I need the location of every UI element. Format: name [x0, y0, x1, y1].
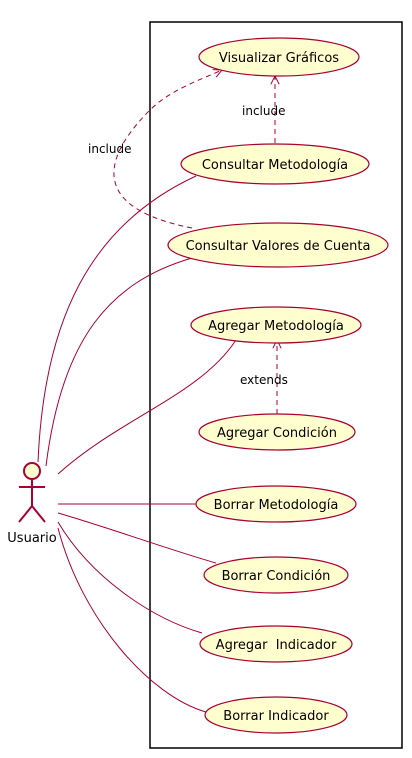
assoc-agregar-metodologia: [57, 339, 237, 475]
dependencies: [113, 70, 277, 414]
assoc-agregar-indicador: [57, 521, 203, 634]
rel-label-extends: extends: [240, 373, 288, 387]
actor-label: Usuario: [7, 531, 56, 546]
svg-text:Borrar Indicador: Borrar Indicador: [223, 709, 329, 724]
assoc-consultar-metodologia: [37, 175, 197, 463]
use-case-borrar-condicion: Borrar Condición: [203, 556, 349, 594]
svg-text:Agregar Metodología: Agregar Metodología: [208, 319, 344, 334]
system-boundary: [149, 21, 403, 749]
use-case-borrar-metodologia: Borrar Metodología: [195, 485, 357, 523]
svg-text:Consultar Metodología: Consultar Metodología: [202, 158, 348, 173]
svg-text:Borrar Condición: Borrar Condición: [222, 569, 331, 584]
use-cases: Visualizar Gráficos Consultar Metodologí…: [167, 37, 389, 734]
use-case-agregar-metodologia: Agregar Metodología: [190, 306, 362, 344]
use-case-borrar-indicador: Borrar Indicador: [204, 696, 348, 734]
rel-label-include-1: include: [242, 104, 285, 118]
actor-usuario: [18, 462, 46, 523]
actor-head: [23, 462, 41, 480]
svg-text:Consultar Valores de Cuenta: Consultar Valores de Cuenta: [186, 239, 371, 254]
use-case-consultar-valores: Consultar Valores de Cuenta: [167, 222, 389, 268]
dep-consultar-valores-include: [113, 70, 222, 229]
svg-text:Agregar Condición: Agregar Condición: [217, 426, 337, 441]
use-case-visualizar-graficos: Visualizar Gráficos: [198, 37, 360, 77]
assoc-borrar-indicador: [57, 527, 207, 713]
assoc-consultar-valores: [45, 257, 193, 467]
actor-legs: [18, 505, 46, 523]
use-case-agregar-indicador: Agregar Indicador: [199, 625, 353, 663]
associations: [37, 175, 237, 713]
use-case-consultar-metodologia: Consultar Metodología: [180, 143, 370, 185]
assoc-borrar-condicion: [57, 512, 217, 564]
rel-label-include-2: include: [88, 142, 131, 156]
svg-text:Visualizar Gráficos: Visualizar Gráficos: [219, 51, 339, 66]
svg-text:Agregar Indicador: Agregar Indicador: [216, 638, 337, 653]
use-case-agregar-condicion: Agregar Condición: [198, 413, 356, 451]
svg-text:Borrar Metodología: Borrar Metodología: [214, 498, 339, 513]
